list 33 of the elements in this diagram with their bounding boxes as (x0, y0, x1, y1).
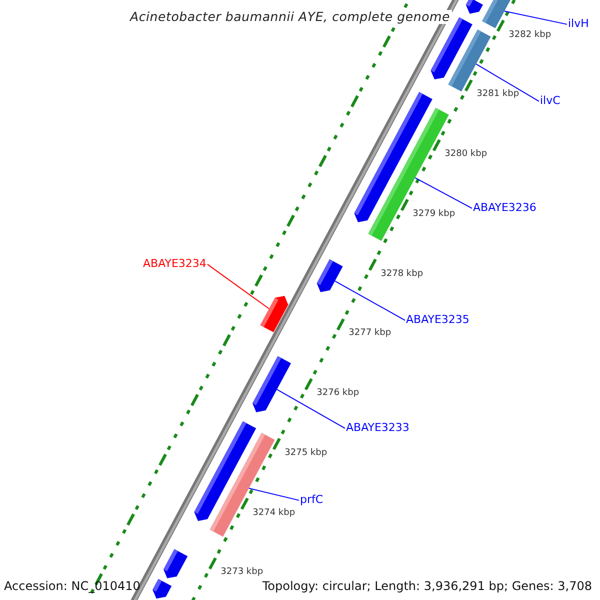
tick-label: 3275 kbp (284, 448, 328, 458)
title: Acinetobacter baumannii AYE, complete genome (128, 10, 452, 24)
leader-line (414, 177, 472, 209)
gene-segment (466, 0, 483, 14)
gene-segment (152, 579, 172, 599)
tick-label: 3273 kbp (220, 567, 264, 578)
leader-line (248, 488, 300, 501)
gene-label: prfC (300, 494, 324, 507)
genome-summary: Topology: circular; Length: 3,936,291 bp; Genes: 3,708 (262, 580, 592, 594)
gene-label: ABAYE3233 (346, 422, 410, 435)
tick-label: 3277 kbp (348, 328, 392, 339)
gene-segment (316, 259, 343, 292)
tick-label: 3276 kbp (316, 388, 360, 398)
gene-label: ilvH (568, 18, 589, 31)
gene-segment (252, 356, 291, 412)
leader-line (276, 388, 346, 429)
gene-bar (210, 432, 275, 537)
gene-segment (260, 296, 288, 332)
tick-label: 3282 kbp (508, 30, 552, 40)
tick-label: 3274 kbp (252, 508, 296, 518)
tick-label: 3278 kbp (380, 268, 424, 279)
gene-segment (164, 549, 188, 578)
gene-label: ilvC (540, 95, 560, 108)
leader-line (504, 10, 568, 25)
gene-label: ABAYE3236 (473, 202, 536, 215)
gene-label: ABAYE3235 (406, 314, 470, 327)
tick-label: 3280 kbp (444, 149, 488, 160)
gene-label: ABAYE3234 (143, 258, 206, 271)
tick-label: 3281 kbp (476, 89, 520, 100)
leader-line (476, 64, 540, 102)
tick-label: 3279 kbp (412, 208, 456, 220)
leader-line (206, 264, 270, 310)
leader-line (334, 280, 406, 321)
